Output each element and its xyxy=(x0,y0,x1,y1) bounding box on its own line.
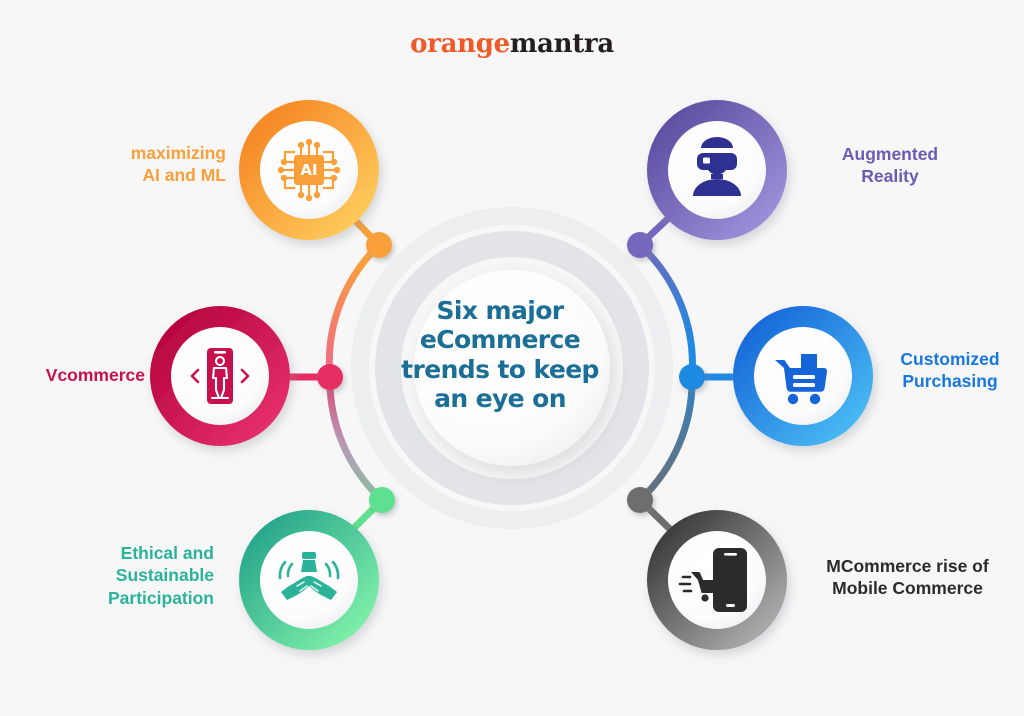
connector-dot-ai[interactable] xyxy=(366,232,392,258)
ai-chip-icon-label: AI xyxy=(300,161,317,179)
label-augmented-reality[interactable]: Augmented Reality xyxy=(795,143,985,188)
node-ring-ethical-and-sustainable-participation[interactable] xyxy=(239,510,379,650)
label-vcommerce[interactable]: Vcommerce xyxy=(0,364,145,386)
label-maximizing-ai-and-ml-line-1: maximizing xyxy=(130,143,226,163)
virtual-try-on-phone-icon xyxy=(190,348,250,404)
label-mcommerce-rise-of-mobile-commerce[interactable]: MCommerce rise of Mobile Commerce xyxy=(800,555,1015,600)
label-ethical-line-1: Ethical and xyxy=(120,543,214,563)
connector-dot-mcommerce[interactable] xyxy=(627,487,653,513)
label-vcommerce-line-1: Vcommerce xyxy=(45,365,145,385)
label-ethical-line-3: Participation xyxy=(108,587,214,608)
brand-logo: orangemantra xyxy=(0,29,1024,59)
center-headline-line-1: Six major xyxy=(436,296,565,325)
label-maximizing-ai-and-ml-line-2: AI and ML xyxy=(142,165,226,186)
vr-headset-person-icon xyxy=(693,137,741,196)
node-ring-customized-purchasing[interactable] xyxy=(733,306,873,446)
center-headline-line-3: trends to keep xyxy=(401,354,599,384)
label-customized-purchasing-line-2: Purchasing xyxy=(902,371,998,392)
center-headline: Six major eCommerce trends to keep an ey… xyxy=(392,296,608,413)
shopping-cart-icon xyxy=(775,347,828,405)
label-ethical-line-2: Sustainable xyxy=(115,565,214,586)
caring-hands-icon xyxy=(278,552,340,600)
mobile-commerce-icon xyxy=(678,548,747,612)
connector-dot-vcommerce[interactable] xyxy=(317,364,343,390)
center-halo-rings xyxy=(351,207,673,529)
brand-logo-part2: mantra xyxy=(509,29,614,59)
connector-dot-ar[interactable] xyxy=(627,232,653,258)
ai-chip-icon: AI xyxy=(277,138,341,202)
label-maximizing-ai-and-ml[interactable]: maximizing AI and ML xyxy=(46,142,226,187)
node-ring-mcommerce-rise-of-mobile-commerce[interactable] xyxy=(647,510,787,650)
connector-arcs xyxy=(325,241,696,504)
label-mcommerce-line-1: MCommerce rise of xyxy=(826,556,989,576)
connector-dots[interactable] xyxy=(317,232,705,513)
node-rings[interactable] xyxy=(150,100,873,650)
label-customized-purchasing-line-1: Customized xyxy=(900,349,1000,369)
node-ring-vcommerce[interactable] xyxy=(150,306,290,446)
connector-dot-ethical[interactable] xyxy=(369,487,395,513)
node-ring-augmented-reality[interactable] xyxy=(647,100,787,240)
connector-dot-customized[interactable] xyxy=(679,364,705,390)
node-ring-maximizing-ai-and-ml[interactable] xyxy=(239,100,379,240)
label-ethical-and-sustainable-participation[interactable]: Ethical and Sustainable Participation xyxy=(40,542,214,609)
center-disc xyxy=(414,270,610,466)
label-augmented-reality-line-1: Augmented xyxy=(841,144,939,164)
center-headline-line-4: an eye on xyxy=(434,383,566,413)
label-mcommerce-line-2: Mobile Commerce xyxy=(832,578,983,599)
center-headline-line-2: eCommerce xyxy=(419,325,581,355)
label-customized-purchasing[interactable]: Customized Purchasing xyxy=(880,348,1020,393)
brand-logo-part1: orange xyxy=(410,29,510,59)
label-augmented-reality-line-2: Reality xyxy=(861,166,919,187)
